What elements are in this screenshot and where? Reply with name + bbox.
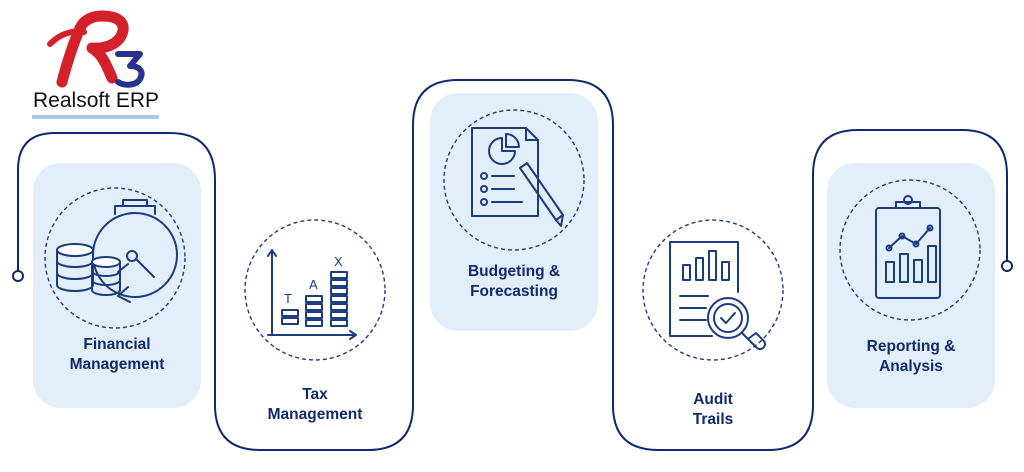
budgeting-line-1: Budgeting & — [467, 263, 561, 280]
tax-circle — [244, 219, 386, 361]
budgeting-line-2: Forecasting — [470, 283, 558, 300]
audit-line-1: Audit — [693, 391, 733, 408]
module-label-audit: Audit Trails — [638, 390, 788, 430]
tax-letter-x: X — [334, 254, 343, 269]
document-magnifier-icon — [669, 241, 766, 350]
reporting-line-2: Analysis — [879, 358, 943, 375]
brand-underline — [32, 115, 159, 119]
financial-line-1: Financial — [83, 336, 151, 353]
tax-bar-chart-icon — [267, 249, 357, 340]
tax-letter-a: A — [309, 277, 318, 292]
module-label-reporting: Reporting & Analysis — [834, 337, 988, 377]
module-label-budgeting: Budgeting & Forecasting — [437, 262, 591, 302]
budgeting-circle — [443, 109, 585, 251]
coins-stopwatch-icon — [56, 199, 178, 303]
tax-line-1: Tax — [302, 386, 328, 403]
module-label-tax: Tax Management — [240, 385, 390, 425]
brand-name: Realsoft ERP — [33, 89, 160, 112]
card-financial — [33, 163, 201, 408]
tax-letter-t: T — [284, 291, 292, 306]
reporting-circle — [839, 179, 981, 321]
card-budgeting — [430, 93, 598, 331]
financial-circle — [44, 187, 186, 329]
report-pencil-icon — [471, 127, 564, 227]
audit-line-2: Trails — [692, 411, 734, 428]
clipboard-chart-icon — [875, 195, 941, 299]
r3-logo-icon — [47, 10, 145, 88]
reporting-line-1: Reporting & — [866, 338, 956, 355]
module-label-financial: Financial Management — [40, 335, 194, 375]
tax-line-2: Management — [267, 406, 363, 423]
audit-circle — [642, 219, 784, 361]
financial-line-2: Management — [69, 356, 165, 373]
